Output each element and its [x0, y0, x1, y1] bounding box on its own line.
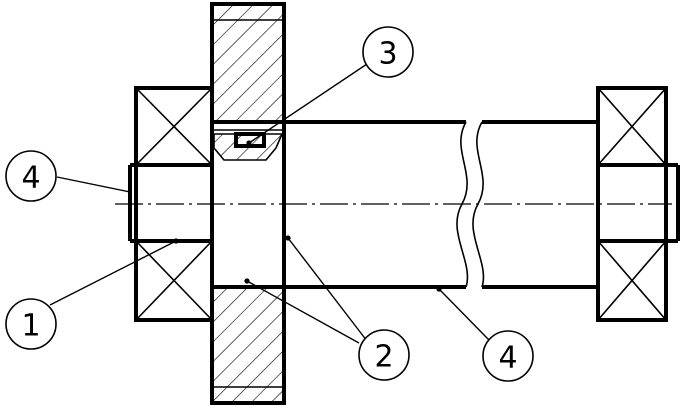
right-shaft-end: [666, 163, 680, 243]
leader-lines: [49, 63, 490, 344]
callout-1: 1: [5, 298, 57, 350]
callout-3: 3: [362, 26, 414, 78]
callout-4-left: 4: [5, 150, 57, 202]
callout-3-label: 3: [378, 37, 397, 72]
callout-2-label: 2: [374, 340, 393, 375]
callout-4-left-label: 4: [21, 161, 40, 196]
shaft: [284, 120, 598, 289]
callout-2: 2: [358, 329, 410, 381]
leader-dots: [173, 140, 442, 292]
callout-1-label: 1: [21, 309, 40, 344]
key: [234, 132, 266, 148]
right-bearing: [596, 86, 668, 322]
callout-4-right: 4: [482, 330, 534, 382]
callout-4-right-label: 4: [498, 341, 517, 376]
left-shaft-end: [128, 163, 137, 243]
